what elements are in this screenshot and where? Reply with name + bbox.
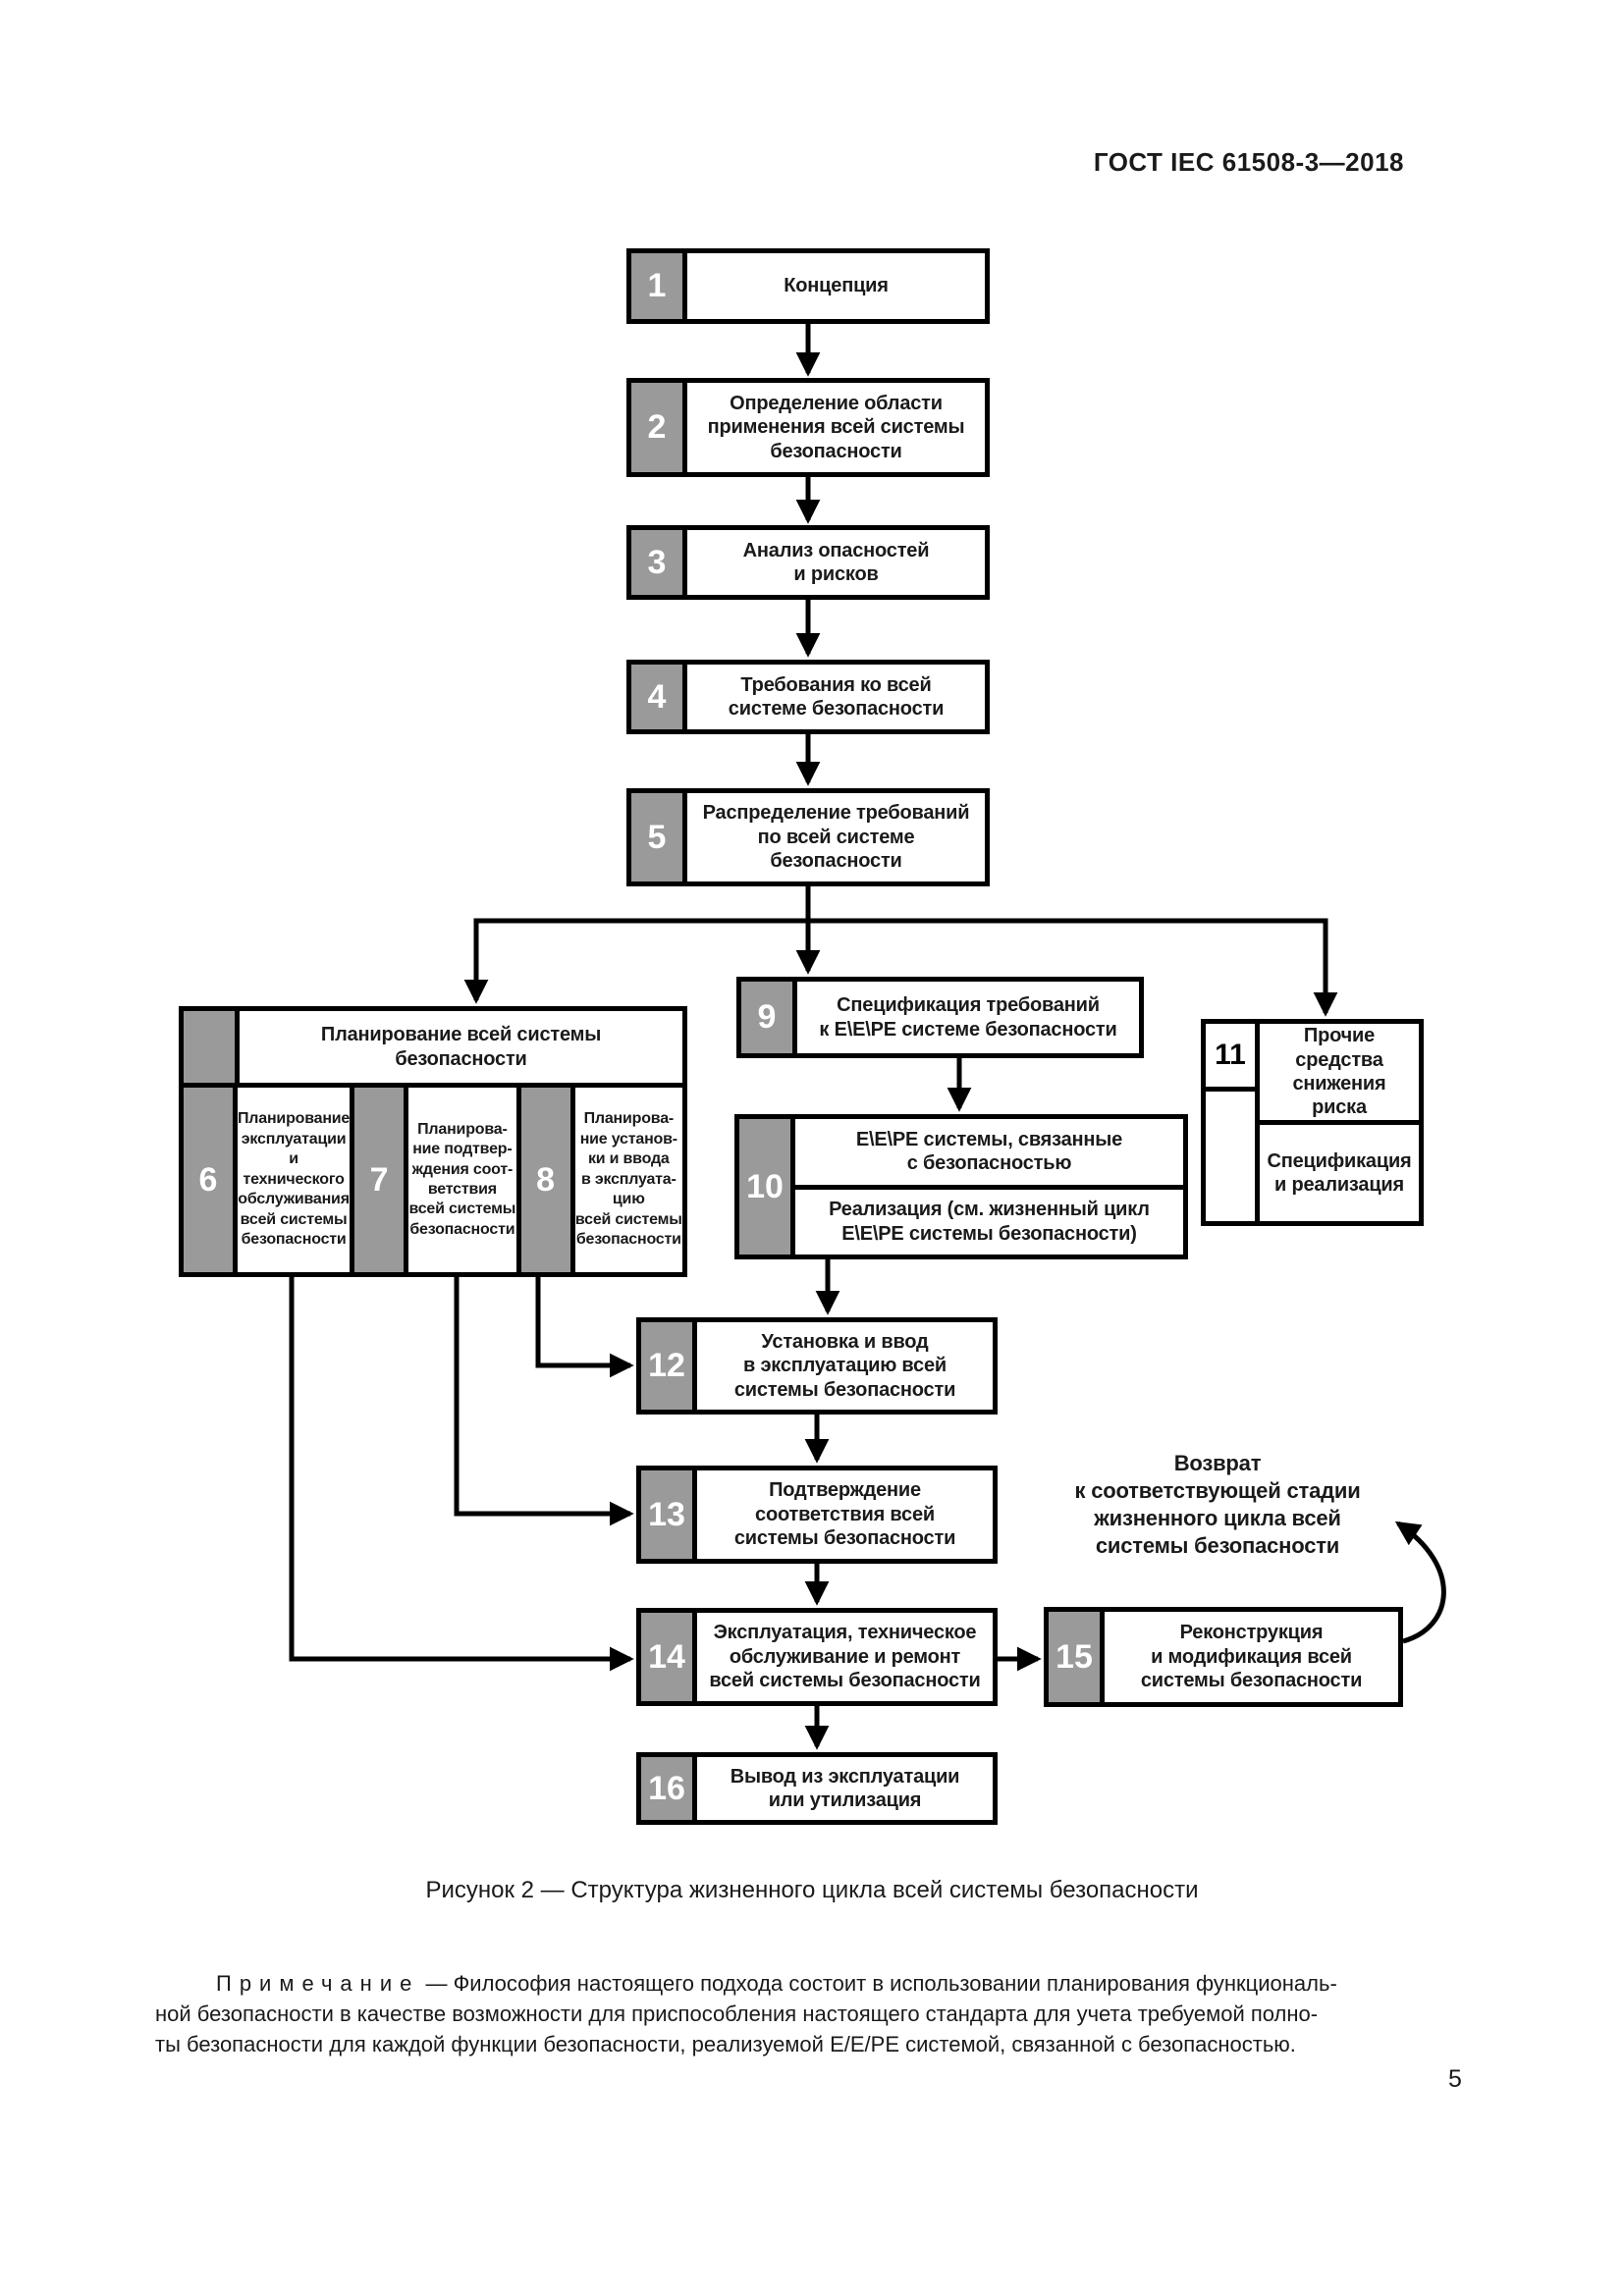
- stage-label-5: Распределение требований по всей системе…: [702, 802, 970, 873]
- figure-caption: Рисунок 2 — Структура жизненного цикла в…: [425, 1877, 1199, 1903]
- stage-number-4: 4: [631, 665, 687, 729]
- flow-box-10-eepe-systems: 10 E\E\PE системы, связанные с безопасно…: [734, 1114, 1188, 1259]
- stage-label-4: Требования ко всей системе безопасности: [728, 673, 945, 720]
- stage-label-2: Определение области применения всей сист…: [707, 392, 965, 462]
- box-11-number-column: 11: [1206, 1024, 1260, 1221]
- flow-box-9-eepe-spec: 9 Спецификация требований к E\E\PE систе…: [736, 977, 1144, 1058]
- stage-label-8: Планирова- ние установ- ки и ввода в экс…: [574, 1110, 682, 1249]
- flow-box-13-validation: 13 Подтверждение соответствия всей систе…: [636, 1466, 998, 1564]
- stage-number-3: 3: [631, 530, 687, 595]
- stage-label-9: Спецификация требований к E\E\PE системе…: [819, 994, 1117, 1041]
- stage-number-10: 10: [739, 1119, 795, 1255]
- note-label: Примечание: [216, 1971, 420, 1996]
- stage-label-16: Вывод из эксплуатации или утилизация: [730, 1765, 960, 1811]
- return-annotation: Возврат к соответствующей стадии жизненн…: [1074, 1451, 1361, 1558]
- stage-label-3: Анализ опасностей и рисков: [742, 539, 930, 585]
- flow-box-1-concept: 1 Концепция: [626, 248, 990, 324]
- box-11-column-spacer: [1206, 1092, 1255, 1221]
- stage-number-15: 15: [1049, 1612, 1105, 1702]
- flow-box-12-installation: 12 Установка и ввод в эксплуатацию всей …: [636, 1317, 998, 1415]
- stage-number-13: 13: [641, 1470, 697, 1559]
- planning-header: Планирование всей системы безопасности: [184, 1011, 682, 1088]
- stage-number-2: 2: [631, 383, 687, 472]
- flow-box-5-requirements-allocation: 5 Распределение требований по всей систе…: [626, 788, 990, 886]
- flow-box-4-safety-requirements: 4 Требования ко всей системе безопасност…: [626, 660, 990, 734]
- stage-label-15: Реконструкция и модификация всей системы…: [1140, 1622, 1363, 1692]
- stage-label-7: Планирова- ние подтвер- ждения соот- вет…: [408, 1088, 521, 1272]
- stage-number-5: 5: [631, 793, 687, 881]
- stage-number-12: 12: [641, 1322, 697, 1410]
- stage-label-12: Установка и ввод в эксплуатацию всей сис…: [733, 1330, 956, 1401]
- stage-label-14: Эксплуатация, техническое обслуживание и…: [709, 1622, 981, 1692]
- document-header: ГОСТ IEC 61508-3—2018: [1093, 147, 1404, 177]
- planning-body: 6 Планирование эксплуатации и техническо…: [184, 1088, 682, 1272]
- planning-title: Планирование всей системы безопасности: [320, 1024, 602, 1070]
- stage-label-10-top: E\E\PE системы, связанные с безопасность…: [855, 1128, 1123, 1175]
- stage-number-9: 9: [741, 982, 797, 1053]
- stage-label-11-top: Прочие средства снижения риска: [1292, 1025, 1386, 1119]
- stage-number-14: 14: [641, 1613, 697, 1701]
- stage-label-1: Концепция: [784, 275, 889, 297]
- stage-number-1: 1: [631, 253, 687, 319]
- flow-box-planning-block: Планирование всей системы безопасности 6…: [179, 1006, 687, 1277]
- box-11-cells: Прочие средства снижения риска Специфика…: [1260, 1024, 1419, 1221]
- stage-label-11-bottom: Спецификация и реализация: [1260, 1120, 1419, 1221]
- box-10-cells: E\E\PE системы, связанные с безопасность…: [795, 1119, 1183, 1255]
- flow-box-15-modification: 15 Реконструкция и модификация всей сист…: [1044, 1607, 1403, 1707]
- flow-box-2-scope: 2 Определение области применения всей си…: [626, 378, 990, 477]
- stage-number-6: 6: [184, 1088, 238, 1272]
- planning-header-tab: [184, 1011, 240, 1083]
- stage-number-16: 16: [641, 1757, 697, 1820]
- flow-box-14-operation-maintenance: 14 Эксплуатация, техническое обслуживани…: [636, 1608, 998, 1706]
- flow-box-11-other-risk-reduction: 11 Прочие средства снижения риска Специф…: [1201, 1019, 1424, 1226]
- note-body: — Философия настоящего подхода состоит в…: [155, 1971, 1337, 2057]
- page-number: 5: [1448, 2065, 1462, 2093]
- flow-box-3-hazard-analysis: 3 Анализ опасностей и рисков: [626, 525, 990, 600]
- stage-number-7: 7: [354, 1088, 409, 1272]
- note-paragraph: Примечание — Философия настоящего подход…: [155, 1968, 1475, 2060]
- stage-label-6: Планирование эксплуатации и технического…: [238, 1088, 355, 1272]
- stage-number-8: 8: [520, 1088, 575, 1272]
- stage-label-10-bottom: Реализация (см. жизненный цикл E\E\PE си…: [795, 1184, 1183, 1255]
- stage-label-13: Подтверждение соответствия всей системы …: [733, 1479, 956, 1550]
- stage-number-11: 11: [1206, 1024, 1255, 1092]
- flow-box-16-decommissioning: 16 Вывод из эксплуатации или утилизация: [636, 1752, 998, 1825]
